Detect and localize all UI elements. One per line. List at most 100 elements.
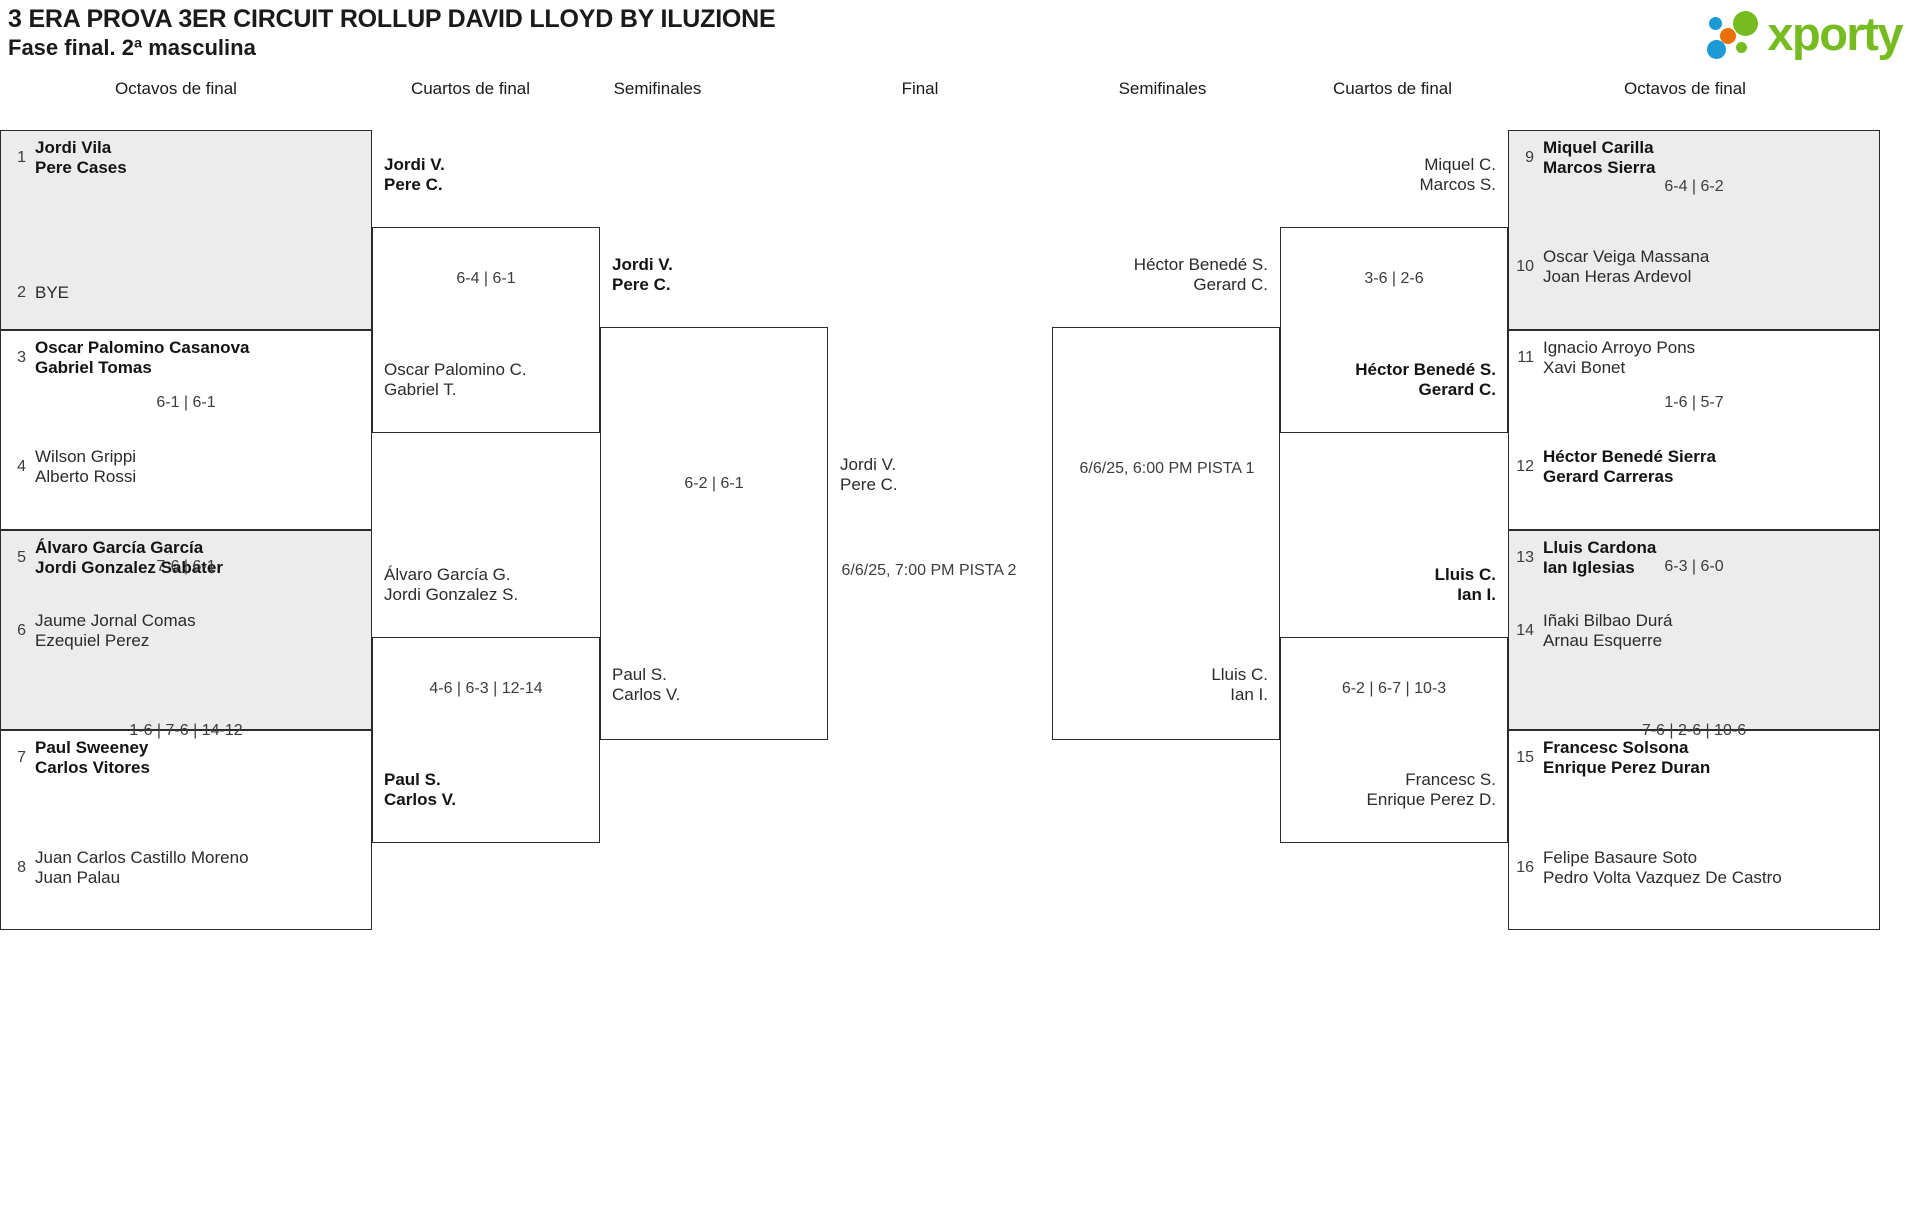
player-name-1: Jordi V. <box>840 455 897 474</box>
seed-number: 13 <box>1516 549 1534 566</box>
match-box-l16-3[interactable] <box>0 530 372 730</box>
team-entry[interactable]: 12 Héctor Benedé Sierra Gerard Carreras <box>1516 447 1872 487</box>
team-pair-lqf-1-bottom[interactable]: Oscar Palomino C. Gabriel T. <box>384 360 604 400</box>
seed-number: 8 <box>17 859 26 876</box>
final-schedule: 6/6/25, 7:00 PM PISTA 2 <box>841 562 1017 579</box>
player-name-2: Ian Iglesias <box>1543 558 1635 577</box>
player-name-1: Ignacio Arroyo Pons <box>1543 338 1696 357</box>
team-entry[interactable]: 9 Miquel Carilla Marcos Sierra <box>1516 138 1872 178</box>
page-subtitle: Fase final. 2ª masculina <box>8 35 256 60</box>
team-pair-rqf-1-bottom[interactable]: Héctor Benedé S. Gerard C. <box>1276 360 1496 400</box>
player-name-1: Héctor Benedé Sierra <box>1543 447 1716 466</box>
team-entry[interactable]: 14 Iñaki Bilbao Durá Arnau Esquerre <box>1516 611 1872 651</box>
match-box-l16-2[interactable] <box>0 330 372 530</box>
rsf-schedule: 6/6/25, 6:00 PM PISTA 1 <box>1079 460 1255 477</box>
player-name-1: Paul Sweeney <box>35 738 149 757</box>
match-box-l16-4[interactable] <box>0 730 372 930</box>
seed-number: 10 <box>1516 258 1534 275</box>
match-box-l16-1[interactable] <box>0 130 372 330</box>
match-box-r16-3[interactable] <box>1508 530 1880 730</box>
match-box-rqf-1[interactable] <box>1280 227 1508 433</box>
player-name-1: Jordi Vila <box>35 138 112 157</box>
player-name-2: Arnau Esquerre <box>1543 631 1663 650</box>
page-title: 3 ERA PROVA 3ER CIRCUIT ROLLUP DAVID LLO… <box>8 5 776 33</box>
team-entry[interactable]: 8 Juan Carlos Castillo Moreno Juan Palau <box>8 848 364 888</box>
match-score: 6-4 | 6-1 <box>456 270 516 287</box>
player-name-1: Oscar Palomino C. <box>384 360 527 379</box>
team-pair-lqf-2-top[interactable]: Álvaro García G. Jordi Gonzalez S. <box>384 565 604 605</box>
xporty-dots-icon <box>1707 9 1761 59</box>
seed-number: 9 <box>1525 149 1534 166</box>
match-score: 7-6 | 2-6 | 10-6 <box>1641 722 1747 739</box>
player-name-1: Iñaki Bilbao Durá <box>1543 611 1673 630</box>
team-entry[interactable]: 11 Ignacio Arroyo Pons Xavi Bonet <box>1516 338 1872 378</box>
round-header-left-sf: Semifinales <box>613 79 702 98</box>
player-name-2: Pedro Volta Vazquez De Castro <box>1543 868 1782 887</box>
match-score: 1-6 | 7-6 | 14-12 <box>129 722 243 739</box>
player-name-2: Jordi Gonzalez Sabater <box>35 558 223 577</box>
team-names: Paul Sweeney Carlos Vitores <box>35 738 150 778</box>
player-name-2: Carlos Vitores <box>35 758 150 777</box>
match-score: 6-2 | 6-1 <box>684 475 744 492</box>
team-entry[interactable]: 2 BYE <box>8 283 364 303</box>
player-name-1: Jordi V. <box>612 255 673 274</box>
team-entry[interactable]: 1 Jordi Vila Pere Cases <box>8 138 364 178</box>
round-header-right-qf: Cuartos de final <box>1332 79 1453 98</box>
player-name-2: Carlos V. <box>612 685 681 704</box>
match-box-r16-2[interactable] <box>1508 330 1880 530</box>
match-score: 4-6 | 6-3 | 12-14 <box>429 680 543 697</box>
match-box-lsf-1[interactable] <box>600 327 828 740</box>
team-entry[interactable]: 3 Oscar Palomino Casanova Gabriel Tomas <box>8 338 364 378</box>
match-box-rqf-2[interactable] <box>1280 637 1508 843</box>
seed-number: 16 <box>1516 859 1534 876</box>
team-entry[interactable]: 13 Lluis Cardona Ian Iglesias <box>1516 538 1872 578</box>
player-name-1: Wilson Grippi <box>35 447 137 466</box>
team-pair-lqf-2-bottom[interactable]: Paul S. Carlos V. <box>384 770 604 810</box>
team-pair-rqf-2-top[interactable]: Lluis C. Ian I. <box>1276 565 1496 605</box>
seed-number: 11 <box>1517 349 1534 366</box>
team-entry[interactable]: 4 Wilson Grippi Alberto Rossi <box>8 447 364 487</box>
match-box-rsf-1[interactable] <box>1052 327 1280 740</box>
team-pair-lsf-bottom[interactable]: Paul S. Carlos V. <box>612 665 832 705</box>
team-names: Jordi Vila Pere Cases <box>35 138 127 178</box>
player-name-2: Gabriel Tomas <box>35 358 152 377</box>
match-box-lqf-1[interactable] <box>372 227 600 433</box>
xporty-logo: xporty <box>1707 6 1903 62</box>
player-name-2: Gerard C. <box>1193 275 1268 294</box>
match-score: 6-4 | 6-2 <box>1664 178 1724 195</box>
team-names: Iñaki Bilbao Durá Arnau Esquerre <box>1543 611 1672 651</box>
team-names: Jaume Jornal Comas Ezequiel Perez <box>35 611 196 651</box>
match-box-lqf-2[interactable] <box>372 637 600 843</box>
team-entry[interactable]: 7 Paul Sweeney Carlos Vitores <box>8 738 364 778</box>
team-entry[interactable]: 15 Francesc Solsona Enrique Perez Duran <box>1516 738 1872 778</box>
team-pair-rqf-2-bottom[interactable]: Francesc S. Enrique Perez D. <box>1276 770 1496 810</box>
player-name-1: Héctor Benedé S. <box>1355 360 1496 379</box>
team-entry[interactable]: 6 Jaume Jornal Comas Ezequiel Perez <box>8 611 364 651</box>
team-names: Héctor Benedé Sierra Gerard Carreras <box>1543 447 1716 487</box>
round-header-right-r16: Octavos de final <box>1624 79 1746 98</box>
team-entry[interactable]: 5 Álvaro García García Jordi Gonzalez Sa… <box>8 538 364 578</box>
team-entry[interactable]: 16 Felipe Basaure Soto Pedro Volta Vazqu… <box>1516 848 1872 888</box>
player-name-1: Álvaro García G. <box>384 565 511 584</box>
team-names: Miquel Carilla Marcos Sierra <box>1543 138 1655 178</box>
player-name-2: Gabriel T. <box>384 380 457 399</box>
player-name-1: Álvaro García García <box>35 538 204 557</box>
team-pair-rsf-bottom[interactable]: Lluis C. Ian I. <box>1048 665 1268 705</box>
team-pair-rsf-top[interactable]: Héctor Benedé S. Gerard C. <box>1048 255 1268 295</box>
match-box-r16-1[interactable] <box>1508 130 1880 330</box>
team-pair-lqf-1-top[interactable]: Jordi V. Pere C. <box>384 155 604 195</box>
team-entry[interactable]: 10 Oscar Veiga Massana Joan Heras Ardevo… <box>1516 247 1872 287</box>
match-box-r16-4[interactable] <box>1508 730 1880 930</box>
player-name-1: Lluis C. <box>1211 665 1268 684</box>
team-pair-rqf-1-top[interactable]: Miquel C. Marcos S. <box>1276 155 1496 195</box>
team-names: Juan Carlos Castillo Moreno Juan Palau <box>35 848 249 888</box>
player-name-2: Xavi Bonet <box>1543 358 1626 377</box>
match-score: 1-6 | 5-7 <box>1664 394 1724 411</box>
seed-number: 1 <box>17 149 26 166</box>
player-name-1: Oscar Palomino Casanova <box>35 338 250 357</box>
team-pair-final-left[interactable]: Jordi V. Pere C. <box>840 455 1060 495</box>
team-pair-lsf-top[interactable]: Jordi V. Pere C. <box>612 255 832 295</box>
match-score: 3-6 | 2-6 <box>1364 270 1424 287</box>
player-name-2: Ian I. <box>1457 585 1496 604</box>
player-name-1: BYE <box>35 283 70 302</box>
